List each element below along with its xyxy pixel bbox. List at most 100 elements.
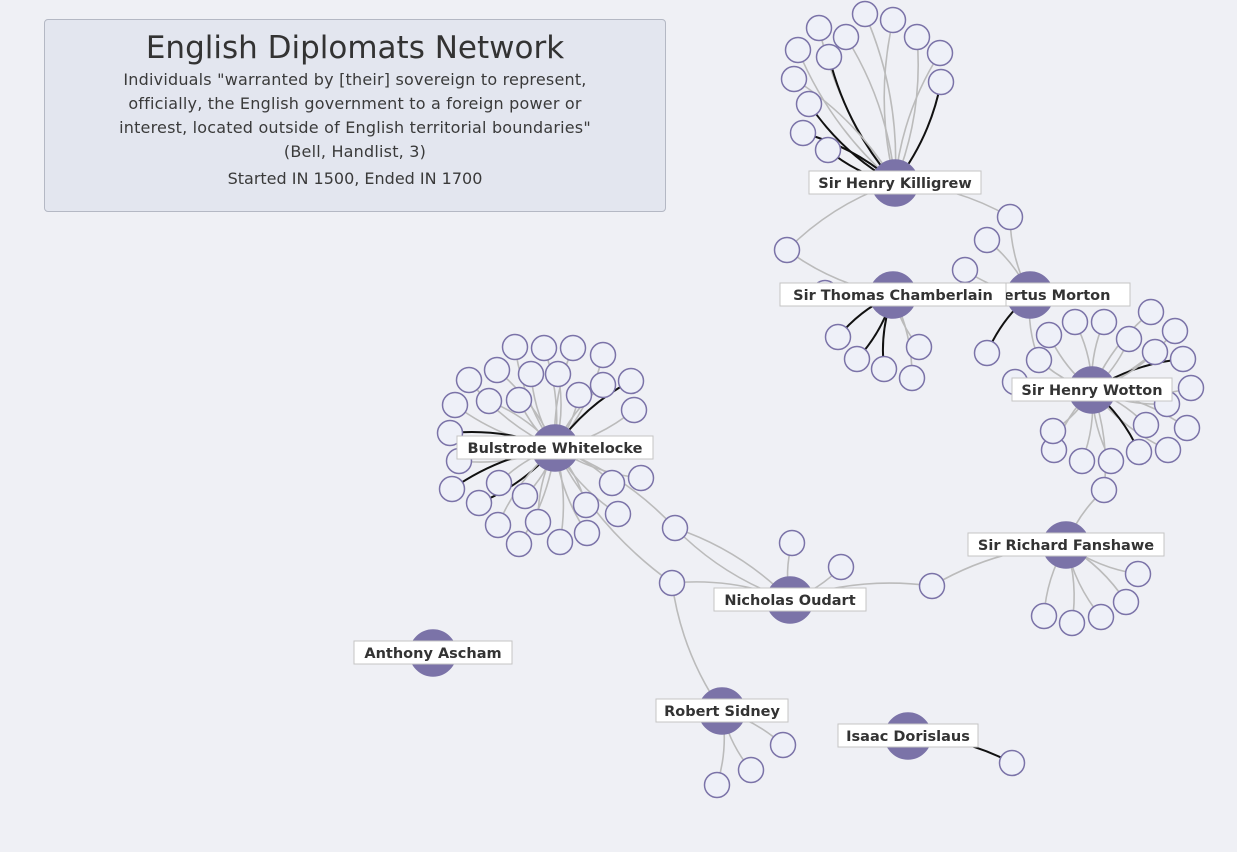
leaf-node[interactable] bbox=[1025, 346, 1053, 374]
diplomat-node-morton[interactable]: Sir Albertus Morton bbox=[950, 271, 1131, 319]
leaf-node[interactable] bbox=[784, 36, 812, 64]
leaf-node[interactable] bbox=[905, 333, 933, 361]
leaf-node[interactable] bbox=[1169, 345, 1197, 373]
leaf-node[interactable] bbox=[1090, 308, 1118, 336]
leaf-node[interactable] bbox=[627, 464, 655, 492]
leaf-node[interactable] bbox=[1154, 436, 1182, 464]
leaf-node[interactable] bbox=[589, 371, 617, 399]
page-title: English Diplomats Network bbox=[145, 30, 565, 66]
date-range: Started IN 1500, Ended IN 1700 bbox=[227, 169, 483, 188]
leaf-node[interactable] bbox=[438, 475, 466, 503]
leaf-node[interactable] bbox=[1115, 325, 1143, 353]
leaf-node[interactable] bbox=[927, 68, 955, 96]
diplomat-node-fanshawe[interactable]: Sir Richard Fanshawe bbox=[967, 521, 1165, 569]
node-label-background bbox=[1005, 282, 1131, 307]
leaf-node[interactable] bbox=[441, 391, 469, 419]
description-line: interest, located outside of English ter… bbox=[119, 118, 591, 137]
leaf-node[interactable] bbox=[843, 345, 871, 373]
leaf-node[interactable] bbox=[1039, 417, 1067, 445]
diplomat-node-dorislaus[interactable]: Isaac Dorislaus bbox=[837, 712, 979, 760]
diplomat-node-wotton[interactable]: Sir Henry Wotton bbox=[1011, 366, 1173, 414]
diplomat-node-sidney[interactable]: Robert Sidney bbox=[655, 687, 789, 735]
leaf-node[interactable] bbox=[778, 529, 806, 557]
leaf-node[interactable] bbox=[1173, 414, 1201, 442]
diplomat-node-chamberlain[interactable]: Sir Thomas Chamberlain bbox=[779, 271, 1007, 319]
leaf-node[interactable] bbox=[951, 256, 979, 284]
leaf-node[interactable] bbox=[501, 333, 529, 361]
leaf-node[interactable] bbox=[573, 519, 601, 547]
diplomat-node-oudart[interactable]: Nicholas Oudart bbox=[713, 576, 867, 624]
leaf-node[interactable] bbox=[780, 65, 808, 93]
leaf-node[interactable] bbox=[903, 23, 931, 51]
leaf-node[interactable] bbox=[572, 491, 600, 519]
leaf-node[interactable] bbox=[1112, 588, 1140, 616]
leaf-node[interactable] bbox=[1058, 609, 1086, 637]
leaf-node[interactable] bbox=[827, 553, 855, 581]
leaf-node[interactable] bbox=[546, 528, 574, 556]
leaf-node[interactable] bbox=[484, 511, 512, 539]
leaf-node[interactable] bbox=[436, 419, 464, 447]
leaf-node[interactable] bbox=[1090, 476, 1118, 504]
leaf-node[interactable] bbox=[1097, 447, 1125, 475]
leaf-node[interactable] bbox=[832, 23, 860, 51]
diplomat-node-killigrew[interactable]: Sir Henry Killigrew bbox=[808, 159, 982, 207]
leaf-node[interactable] bbox=[617, 367, 645, 395]
leaf-node[interactable] bbox=[465, 489, 493, 517]
leaf-node[interactable] bbox=[1124, 560, 1152, 588]
leaf-node[interactable] bbox=[1030, 602, 1058, 630]
leaf-node[interactable] bbox=[565, 381, 593, 409]
leaf-node[interactable] bbox=[620, 396, 648, 424]
leaf-node[interactable] bbox=[505, 386, 533, 414]
leaf-node[interactable] bbox=[1061, 308, 1089, 336]
leaf-node[interactable] bbox=[511, 482, 539, 510]
leaf-node[interactable] bbox=[1137, 298, 1165, 326]
leaf-node[interactable] bbox=[524, 508, 552, 536]
leaf-node[interactable] bbox=[604, 500, 632, 528]
leaf-node[interactable] bbox=[505, 530, 533, 558]
leaf-node[interactable] bbox=[795, 90, 823, 118]
leaf-node[interactable] bbox=[598, 469, 626, 497]
diplomat-node-whitelocke[interactable]: Bulstrode Whitelocke bbox=[456, 424, 654, 472]
leaf-node[interactable] bbox=[879, 6, 907, 34]
leaf-node[interactable] bbox=[1177, 374, 1205, 402]
leaf-node[interactable] bbox=[973, 226, 1001, 254]
leaf-node[interactable] bbox=[1087, 603, 1115, 631]
leaf-node[interactable] bbox=[851, 0, 879, 28]
leaf-node[interactable] bbox=[455, 366, 483, 394]
leaf-node[interactable] bbox=[1132, 411, 1160, 439]
leaf-node[interactable] bbox=[898, 364, 926, 392]
diplomat-node-ascham[interactable]: Anthony Ascham bbox=[353, 629, 513, 677]
leaf-node[interactable] bbox=[998, 749, 1026, 777]
leaf-node[interactable] bbox=[773, 236, 801, 264]
leaf-node[interactable] bbox=[1068, 447, 1096, 475]
leaf-node[interactable] bbox=[483, 356, 511, 384]
leaf-node[interactable] bbox=[870, 355, 898, 383]
leaf-node[interactable] bbox=[703, 771, 731, 799]
leaf-node[interactable] bbox=[815, 43, 843, 71]
leaf-node[interactable] bbox=[769, 731, 797, 759]
leaf-node[interactable] bbox=[996, 203, 1024, 231]
leaf-node[interactable] bbox=[658, 569, 686, 597]
leaf-node[interactable] bbox=[824, 323, 852, 351]
leaf-node[interactable] bbox=[737, 756, 765, 784]
leaf-node[interactable] bbox=[530, 334, 558, 362]
leaf-node[interactable] bbox=[661, 514, 689, 542]
leaf-node[interactable] bbox=[1125, 438, 1153, 466]
leaf-node[interactable] bbox=[589, 341, 617, 369]
leaf-node[interactable] bbox=[475, 387, 503, 415]
leaf-node[interactable] bbox=[805, 14, 833, 42]
leaf-node[interactable] bbox=[926, 39, 954, 67]
leaf-node[interactable] bbox=[1035, 321, 1063, 349]
leaf-node[interactable] bbox=[789, 119, 817, 147]
leaf-node[interactable] bbox=[559, 334, 587, 362]
leaf-node[interactable] bbox=[918, 572, 946, 600]
leaf-node[interactable] bbox=[544, 360, 572, 388]
leaf-node[interactable] bbox=[1141, 338, 1169, 366]
leaf-node[interactable] bbox=[814, 136, 842, 164]
leaf-node[interactable] bbox=[1161, 317, 1189, 345]
leaf-node[interactable] bbox=[485, 469, 513, 497]
leaf-node[interactable] bbox=[973, 339, 1001, 367]
leaf-node[interactable] bbox=[517, 360, 545, 388]
